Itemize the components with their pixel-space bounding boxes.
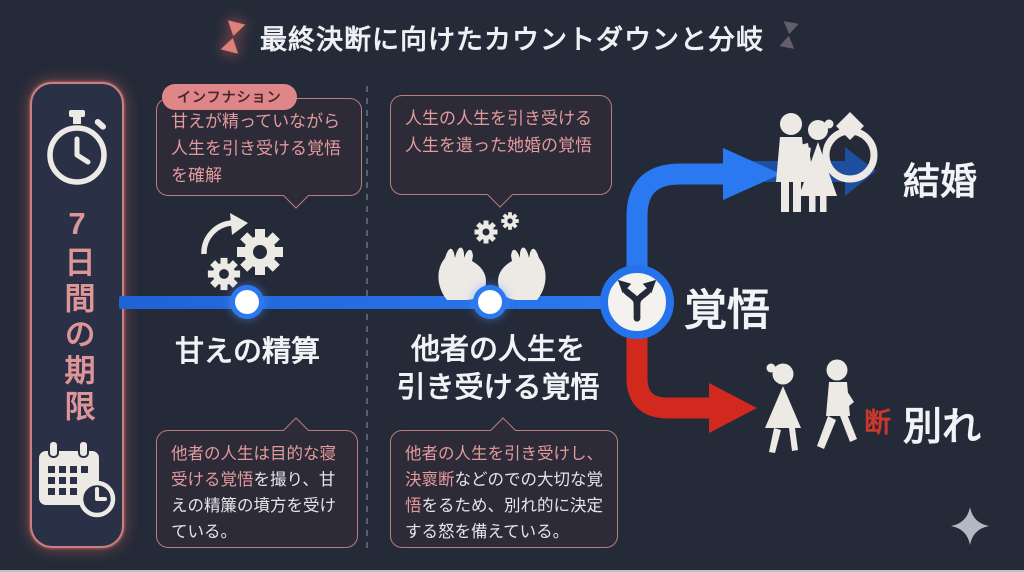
- milestone1-bottom-note: 他者の人生は目的な寝受ける覚悟を撮り、甘えの精簾の墳方を受けている。: [156, 417, 358, 548]
- separation-icon: [765, 359, 857, 453]
- fork-arrows-icon: [614, 277, 660, 328]
- sparkle-icon: [950, 506, 990, 546]
- speech-tail: [490, 417, 516, 443]
- gears-refresh-icon: [194, 210, 298, 296]
- page-title: 最終決断に向けたカウントダウンと分岐: [260, 24, 764, 55]
- ring-icon: [822, 112, 878, 183]
- couple-icon: [776, 113, 837, 212]
- outcome-breakup-tag: 断: [864, 408, 891, 438]
- deadline-label: 7日間の期限: [59, 206, 95, 426]
- timeline-bar: [119, 296, 637, 309]
- branch-point: [600, 265, 674, 339]
- branch-label: 覚悟: [684, 287, 770, 335]
- title-row: 最終決断に向けたカウントダウンと分岐: [0, 14, 1024, 60]
- outcome-marriage-label: 結婚: [903, 161, 977, 202]
- timeline-node-2: [473, 285, 507, 319]
- speech-tail: [283, 417, 309, 443]
- milestone2-bottom-note: 他者の人生を引き受けし、決褱断などのでの大切な覚悟をるため、別れ的に決定する怒を…: [390, 417, 618, 548]
- hourglass-icon-dim: [778, 20, 804, 54]
- bottom-edge-line: [0, 570, 1024, 572]
- column-divider: [366, 86, 368, 554]
- outcome-breakup-label: 別れ: [903, 406, 982, 449]
- stopwatch-icon: [41, 110, 113, 193]
- milestone1-top-note: 甘えが精っていながら人生を引き受ける覚悟を確解: [156, 98, 362, 209]
- timeline-node-1: [230, 285, 264, 319]
- speech-tail: [487, 182, 513, 208]
- milestone2-top-note: 人生の人生を引き受ける人生を遺った她婚の覚悟: [390, 95, 612, 208]
- hourglass-icon: [220, 20, 246, 54]
- milestone2-label: 他者の人生を引き受ける覚悟: [396, 334, 600, 404]
- hands-holding-gears-icon: [430, 208, 554, 300]
- info-badge: インフナション: [162, 84, 297, 110]
- milestone1-label: 甘えの精算: [174, 336, 320, 368]
- calendar-clock-icon: [35, 439, 119, 526]
- deadline-sidebar: 7日間の期限: [30, 82, 124, 548]
